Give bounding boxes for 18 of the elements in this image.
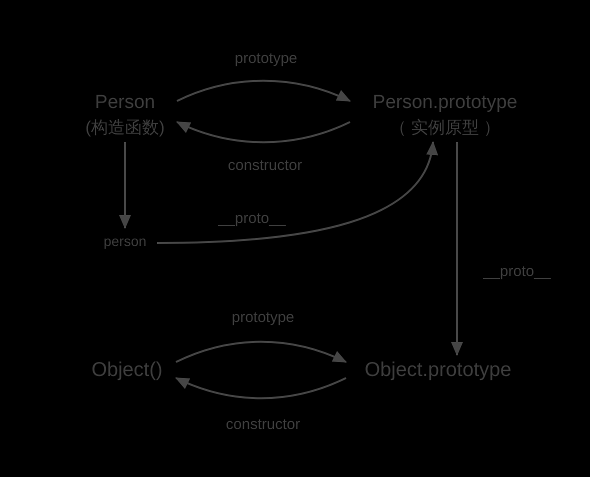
arrow [156,141,436,244]
node-label: Object() [80,357,174,383]
arrow [119,142,131,229]
arrow [176,80,351,102]
node-label: Person.prototype [372,91,518,115]
edge-label: prototype [232,50,300,68]
arrow [176,121,350,144]
node-label: person [95,230,155,252]
node-sublabel: (构造函数) [85,117,165,139]
arrow [175,377,346,400]
node-label: Person [94,91,156,115]
edge-label: prototype [230,309,296,327]
arrow [176,340,347,363]
edge-label: __proto__ [481,263,553,281]
node-sublabel: （ 实例原型 ） [389,117,501,139]
arrow [451,142,463,356]
edge-label: __proto__ [216,210,288,228]
node-label: Object.prototype [348,357,528,383]
